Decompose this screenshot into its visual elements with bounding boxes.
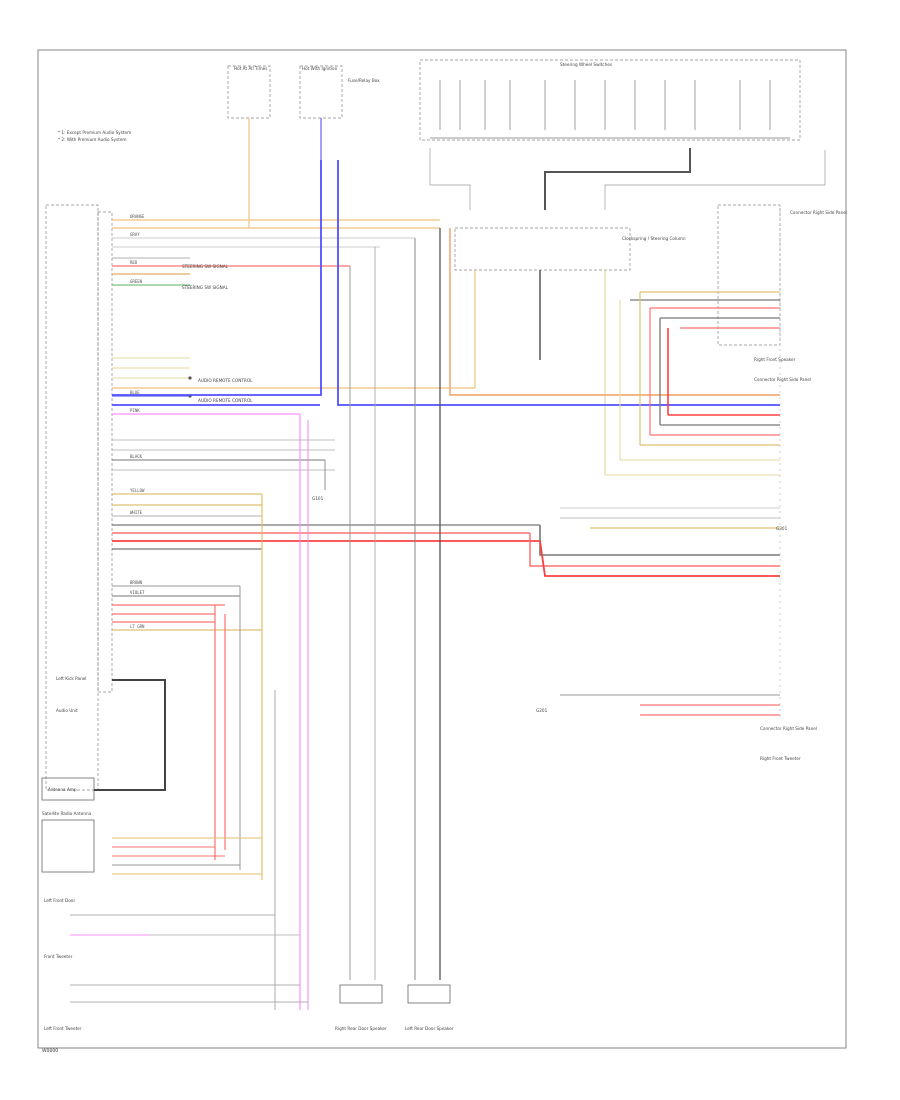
- wire-label-blu: BLUE: [130, 390, 140, 395]
- antenna-cable: [94, 679, 166, 791]
- speaker-trunks: [299, 228, 441, 1010]
- signal-1: STEERING SW SIGNAL: [182, 264, 229, 269]
- signal-2: STEERING SW SIGNAL: [182, 285, 229, 290]
- lower-left-bundle: [112, 494, 276, 1010]
- fuse-b-label: Hot With Ignition: [302, 66, 338, 71]
- right-block-b-label: Connector Right Side Panel: [754, 377, 811, 382]
- rf-door-spk-label: Right Rear Door Speaker: [335, 1026, 387, 1031]
- page-label: W0000: [42, 1048, 58, 1054]
- wire-label-pnk: PINK: [130, 408, 140, 413]
- sat-ant-label: Satellite Radio Antenna: [42, 811, 92, 816]
- lr-door-spk-label: Left Rear Door Speaker: [405, 1026, 454, 1031]
- junction-1: [188, 376, 192, 380]
- ground-label-1: G101: [312, 496, 324, 501]
- radio-label: Audio Unit: [56, 708, 78, 713]
- wire-label-brn: BROWN: [130, 580, 143, 585]
- mid-harness: [529, 507, 780, 577]
- radio-wires: [112, 219, 540, 631]
- switch-contacts: [430, 80, 790, 139]
- lr-door-speaker: [407, 984, 451, 1004]
- switch-block-label: Steering Wheel Switches: [560, 62, 612, 67]
- wire-label-wht: WHITE: [130, 510, 143, 515]
- wire-label-gry: GRAY: [130, 232, 140, 237]
- fuse-box-a: [227, 65, 271, 119]
- wire-switch-main: [544, 148, 691, 210]
- signal-4: AUDIO REMOTE CONTROL: [198, 398, 253, 403]
- wire-label-blk: BLACK: [130, 454, 143, 459]
- lf-door-wires: [70, 914, 308, 1003]
- connector-strip: [97, 211, 113, 693]
- ant-amp-label: Antenna Amp: [48, 787, 77, 792]
- bus-blue-right: [337, 160, 780, 406]
- right-block-c-label: Connector Right Side Panel: [760, 726, 817, 731]
- stereo-fuse-label: Left Kick Panel: [56, 676, 86, 681]
- radio-unit: [45, 204, 99, 791]
- wire-label-red: RED: [130, 260, 138, 265]
- right-block-wires: [605, 291, 780, 476]
- legend-2: * 2: With Premium Audio System: [58, 137, 126, 142]
- right-speaker-b-label: Right Front Tweeter: [760, 756, 801, 761]
- wire-label-yel: YELLOW: [130, 488, 145, 493]
- right-lower-wires: [560, 205, 781, 720]
- wire-label-vio: VIOLET: [130, 590, 145, 595]
- diagram-frame: [37, 49, 847, 1049]
- fuse-a-label: Hot At All Times: [234, 66, 267, 71]
- wire-label-grn: GREEN: [130, 279, 143, 284]
- right-connector-a: [717, 204, 781, 346]
- ground-label-3: G301: [776, 526, 788, 531]
- clockspring: [454, 227, 631, 271]
- lr-tweet-label: Left Front Tweeter: [44, 1026, 82, 1031]
- bus-orange: [449, 228, 780, 396]
- legend-1: * 1: Except Premium Audio System: [58, 130, 131, 135]
- rr-tweet-label: Front Tweeter: [44, 954, 73, 959]
- clockspring-label: Clockspring / Steering Column: [622, 236, 686, 241]
- ground-label-2: G201: [536, 708, 548, 713]
- switch-block: [419, 59, 801, 141]
- fuse-note-label: Fuse/Relay Box: [348, 78, 380, 83]
- bus-blue-left: [112, 160, 322, 396]
- right-speaker-a-label: Right Front Speaker: [754, 357, 796, 362]
- sat-ant-box: [41, 819, 95, 873]
- wire-label-orn: ORANGE: [130, 214, 145, 219]
- right-block-a-label: Connector Right Side Panel: [790, 210, 847, 215]
- wire-label-lg: LT GRN: [130, 624, 145, 629]
- fuse-box-b: [299, 65, 343, 119]
- rf-door-speaker: [339, 984, 383, 1004]
- signal-3: AUDIO REMOTE CONTROL: [198, 378, 253, 383]
- lf-door-label: Left Front Door: [44, 898, 75, 903]
